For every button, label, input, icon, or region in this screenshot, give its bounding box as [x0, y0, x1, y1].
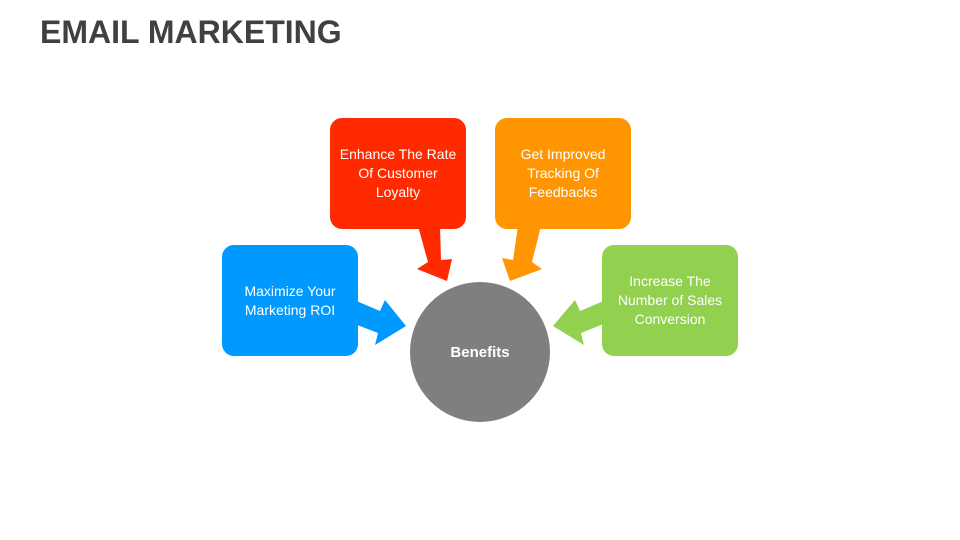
slide-title: EMAIL MARKETING [40, 14, 342, 50]
center-benefits-circle: Benefits [410, 282, 550, 422]
arrow-loyalty-to-center [417, 226, 452, 281]
arrow-sales-to-center [553, 300, 606, 345]
benefit-label: Maximize Your Marketing ROI [244, 282, 336, 318]
center-label: Benefits [450, 343, 510, 361]
benefit-box-feedback-tracking: Get Improved Tracking Of Feedbacks [495, 118, 631, 229]
arrow-tracking-to-center [502, 226, 542, 281]
benefit-box-sales-conversion: Increase The Number of Sales Conversion [602, 245, 738, 356]
arrow-roi-to-center [352, 300, 406, 345]
benefit-label: Increase The Number of Sales Conversion [617, 273, 723, 327]
benefit-box-marketing-roi: Maximize Your Marketing ROI [222, 245, 358, 356]
benefit-label: Get Improved Tracking Of Feedbacks [520, 146, 606, 200]
benefit-label: Enhance The Rate Of Customer Loyalty [339, 146, 457, 200]
benefit-box-customer-loyalty: Enhance The Rate Of Customer Loyalty [330, 118, 466, 229]
